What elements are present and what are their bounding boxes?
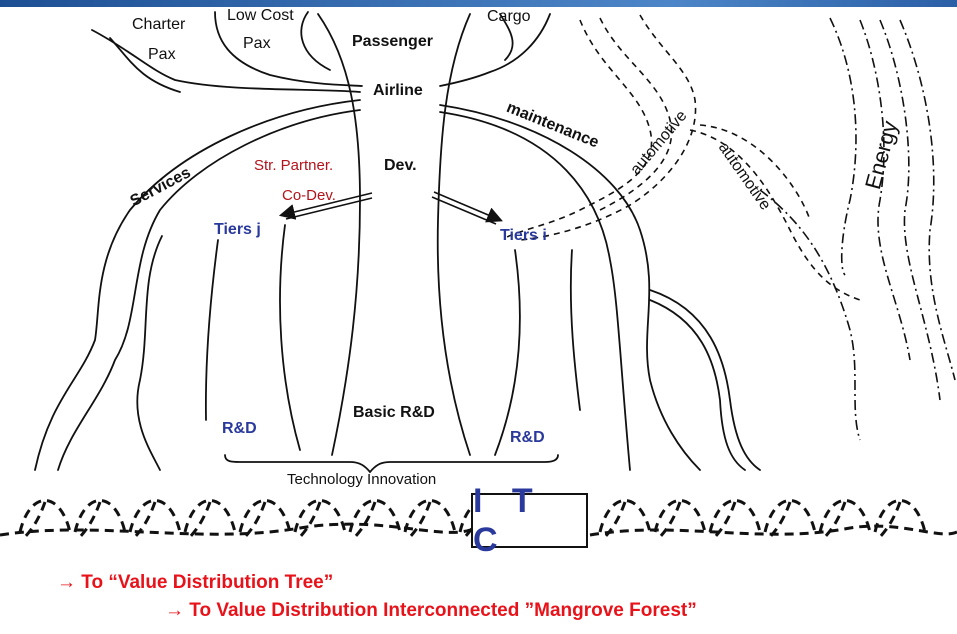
label-charter-pax: Pax: [148, 47, 176, 63]
services-line-3: [137, 236, 162, 470]
energy-line-1: [830, 18, 856, 275]
maintenance-outer-2: [650, 300, 745, 470]
trunk-left-line: [318, 14, 360, 455]
label-rd-right: R&D: [510, 430, 545, 446]
label-charter: Charter: [132, 17, 185, 33]
root-strand: [22, 502, 45, 540]
automotive-dashed-4: [690, 130, 860, 300]
energy-line-4: [900, 20, 955, 380]
label-str-partner: Str. Partner.: [254, 158, 333, 173]
energy-line-3: [880, 20, 940, 400]
label-cargo: Cargo: [487, 9, 531, 25]
root-strand: [352, 502, 375, 540]
root-strand: [407, 502, 430, 540]
tiers-j-left: [206, 240, 218, 420]
root-strand: [822, 502, 845, 540]
arrow-to-tiers-i: [434, 192, 500, 220]
maintenance-line-2: [440, 112, 630, 470]
label-tiers-j: Tiers j: [214, 222, 261, 238]
lowcost-branch-2: [301, 12, 330, 70]
label-rd-left: R&D: [222, 421, 257, 437]
label-tiers-i: Tiers i: [500, 228, 547, 244]
label-technology-innovation: Technology Innovation: [287, 472, 436, 487]
root-strand: [77, 502, 100, 540]
footer-line-2: → To Value Distribution Interconnected ”…: [165, 600, 697, 622]
root-strand: [657, 502, 680, 540]
label-passenger: Passenger: [352, 34, 433, 50]
automotive-dashed-2: [600, 18, 672, 210]
label-dev: Dev.: [384, 158, 417, 174]
label-co-dev: Co-Dev.: [282, 188, 336, 203]
services-line-1: [35, 100, 360, 470]
label-lowcost-pax: Pax: [243, 36, 271, 52]
root-strand: [877, 502, 900, 540]
root-strand: [132, 502, 155, 540]
root-strand: [297, 502, 320, 540]
label-airline: Airline: [373, 83, 423, 99]
tiers-i-right: [571, 250, 580, 410]
tiers-i-left: [495, 250, 520, 455]
footer-line-1: → To “Value Distribution Tree”: [57, 572, 333, 594]
maintenance-outer-1: [650, 290, 760, 470]
technology-brace: [225, 455, 558, 472]
energy-line-2: [860, 20, 910, 360]
tiers-j-right: [280, 225, 300, 450]
label-low-cost: Low Cost: [227, 8, 294, 24]
label-basic-rd: Basic R&D: [353, 405, 435, 421]
itc-box: I T C: [471, 493, 588, 548]
